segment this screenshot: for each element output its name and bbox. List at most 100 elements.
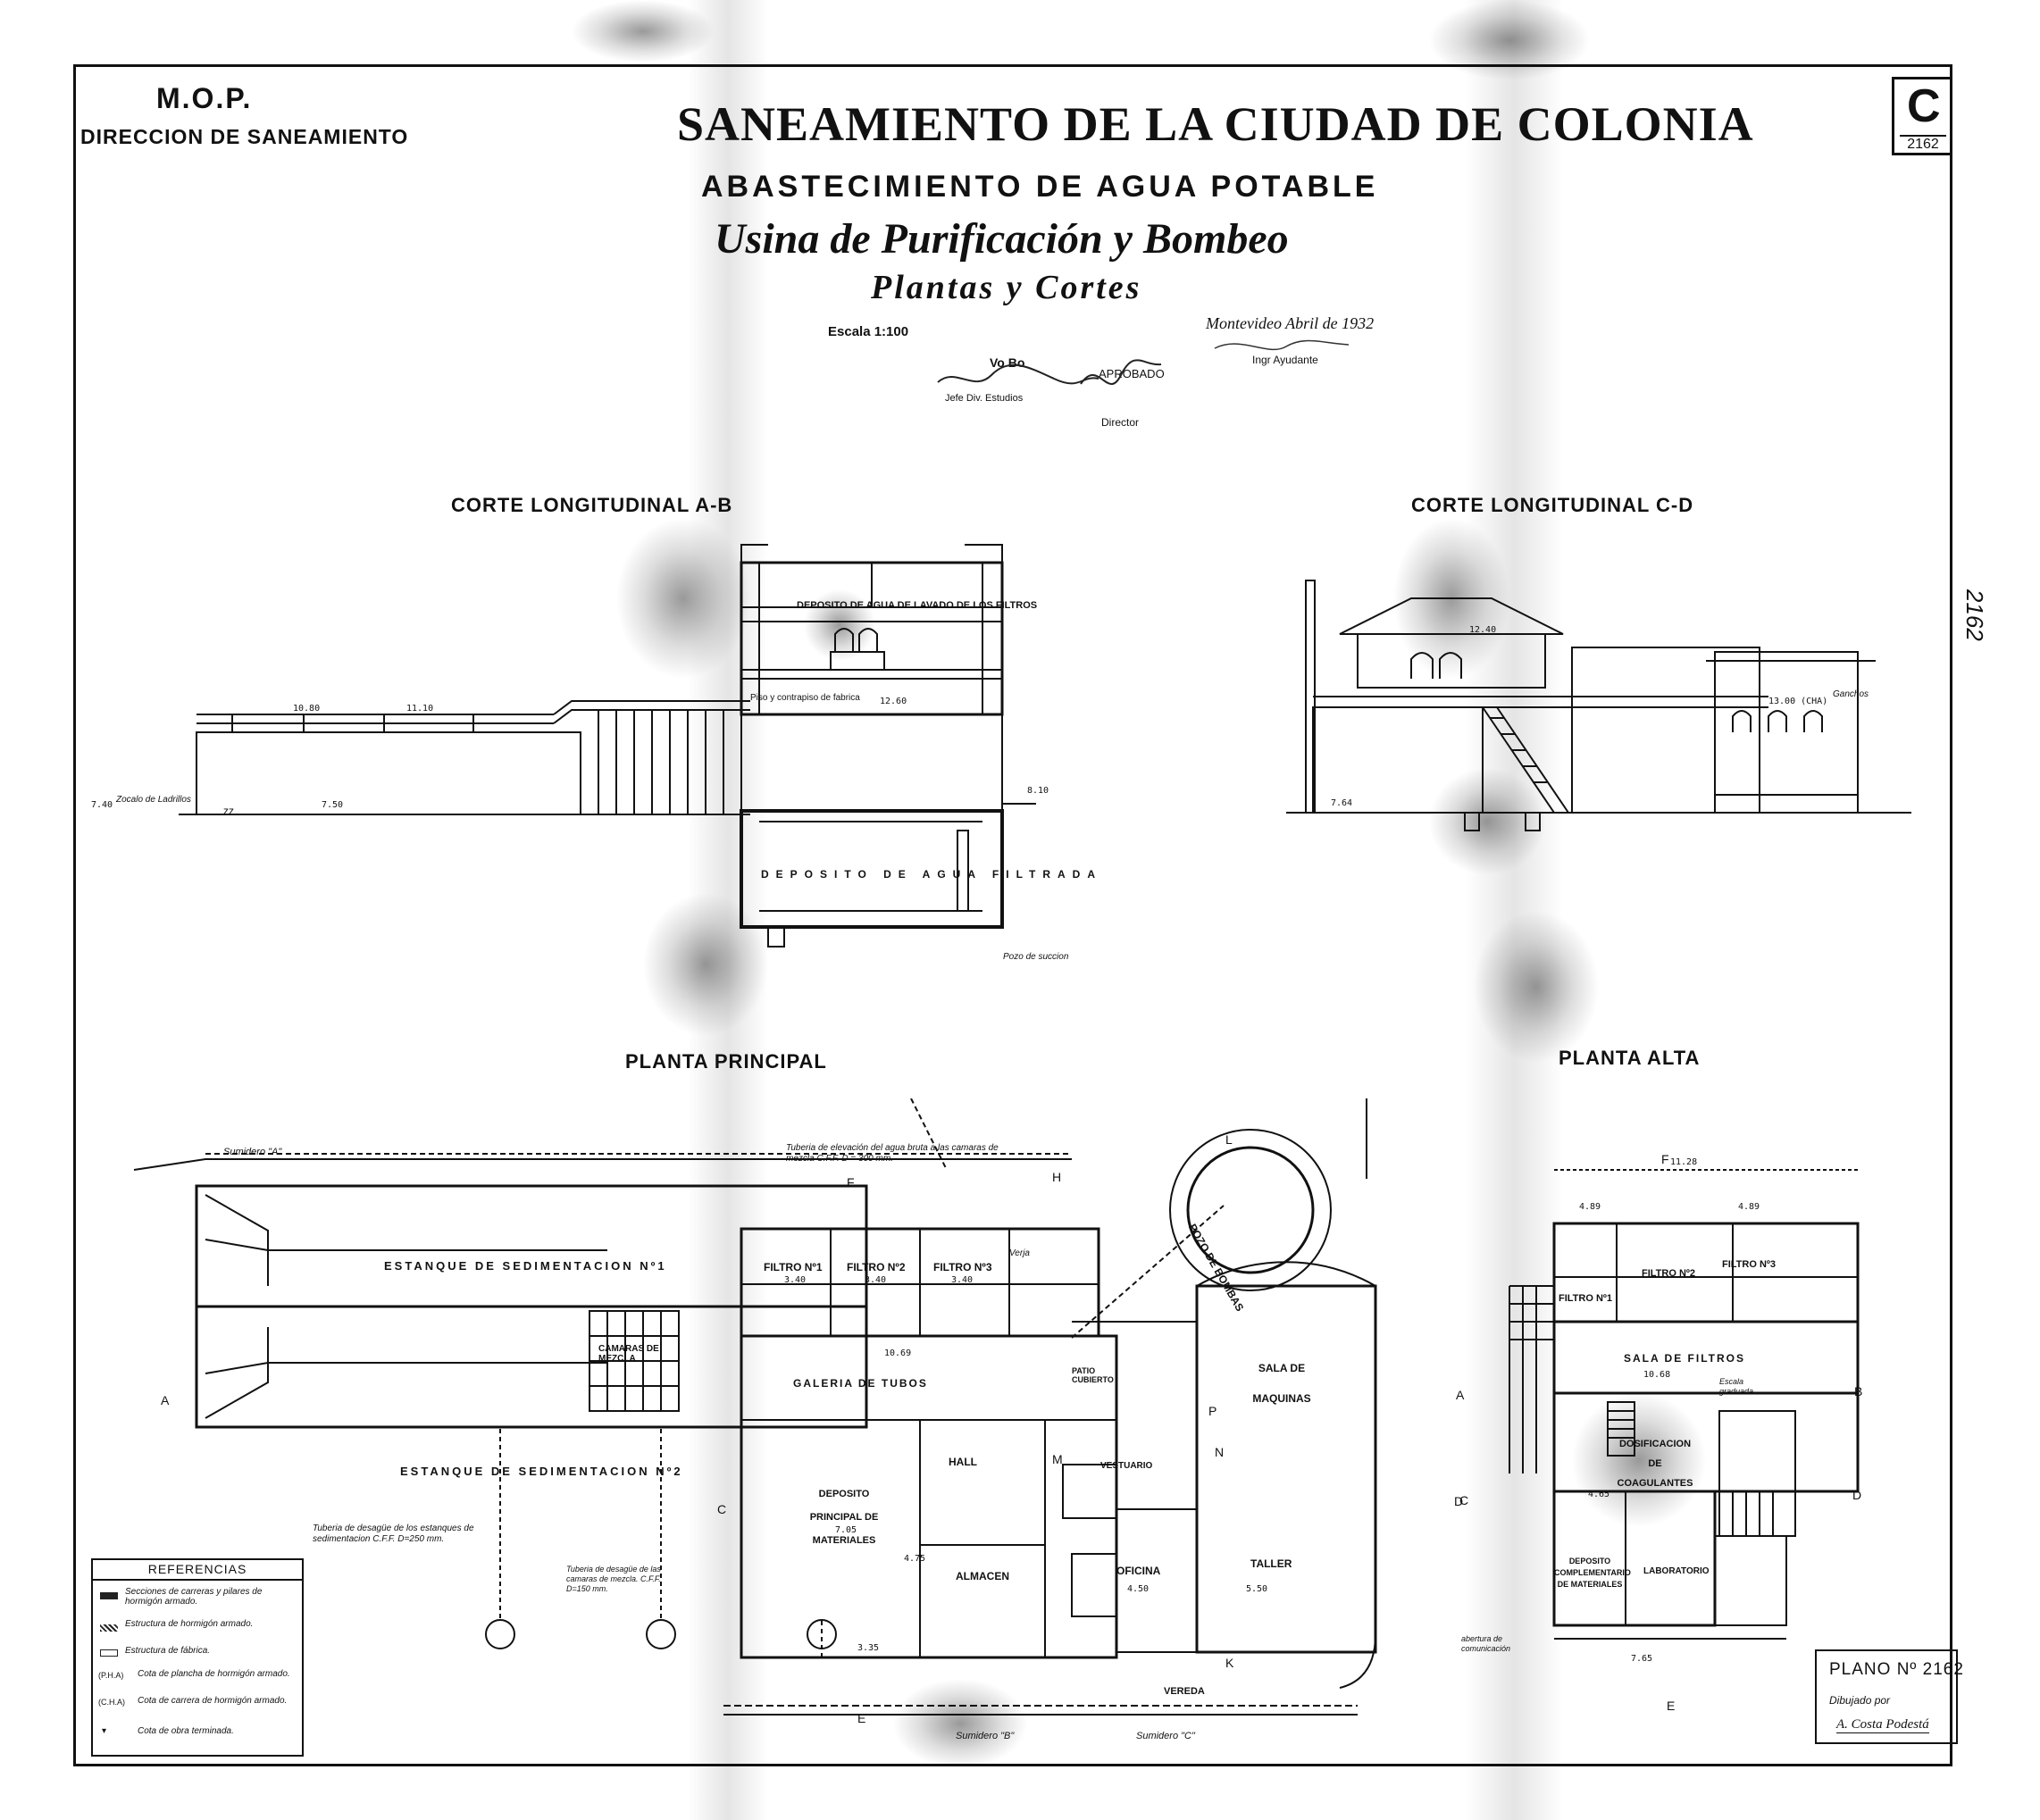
laboratorio-label: LABORATORIO [1643,1566,1710,1576]
legend-code: (P.H.A) [98,1671,124,1680]
legend-item: Cota de carrera de hormigón armado. [138,1696,288,1706]
dimension-label: 7.65 [1631,1654,1653,1664]
fold-line [1465,0,1563,1820]
dimension-label: 4.89 [1579,1202,1601,1212]
level-label: 7.40 [91,800,113,810]
alta-filtro-3-label: FILTRO Nº3 [1722,1259,1777,1270]
cut-mark-n: N [1215,1445,1225,1459]
cut-mark-a: A [161,1393,170,1407]
planta-alta-heading: PLANTA ALTA [1559,1047,1701,1069]
deposito-complementario-label: DEPOSITO COMPLEMENTARIO DE MATERIALES [1554,1557,1631,1589]
dimension-label: 3.40 [951,1275,974,1285]
legend-item: Cota de obra terminada. [138,1726,234,1736]
legend-item: Cota de plancha de hormigón armado. [138,1669,290,1679]
referencias-title: REFERENCIAS [93,1562,302,1581]
dimension-label: 4.65 [1588,1490,1610,1499]
alta-filtro-2-label: FILTRO Nº2 [1642,1268,1696,1279]
alta-cut-mark-b: B [1854,1384,1863,1398]
drawing-frame [73,64,1952,1766]
project-name: Usina de Purificación y Bombeo [715,215,1289,263]
vb-label: Vo Bo [990,355,1025,370]
filtro-3-label: FILTRO Nº3 [933,1261,992,1273]
ganchos-label: Ganchos [1833,689,1869,699]
vereda-label: VEREDA [1164,1686,1205,1697]
tuberia-desague-label: Tuberia de desagüe de los estanques de s… [313,1524,474,1544]
dimension-label: 3.35 [857,1643,880,1653]
dimension-label: 10.69 [884,1348,912,1358]
planta-principal-drawing [133,1098,1377,1716]
sumidero-a-label: Sumidero "A" [223,1147,282,1157]
cut-mark-e: E [857,1711,866,1725]
triangle-icon: ▾ [102,1726,107,1736]
legend-item: Estructura de fábrica. [125,1646,211,1656]
stain [1429,0,1590,80]
level-label: 11.10 [406,704,434,714]
stain [1474,911,1599,1063]
cut-mark-l: L [1225,1132,1233,1147]
cut-mark-k: K [1225,1656,1234,1670]
legend-code: (C.H.A) [98,1698,125,1707]
level-label: 7.64 [1331,798,1353,808]
alta-cut-mark-a: A [1456,1388,1465,1402]
level-label: 13.00 (CHA) [1768,697,1828,706]
plano-number: PLANO Nº 2162 [1829,1660,1964,1679]
filtro-1-label: FILTRO Nº1 [764,1261,823,1273]
vestuario-label: VESTUARIO [1100,1461,1153,1471]
almacen-label: ALMACEN [956,1570,1009,1582]
legend-swatch-outline [100,1649,118,1657]
corte-ab-heading: CORTE LONGITUDINAL A-B [451,494,733,516]
sala-filtros-label: SALA DE FILTROS [1624,1352,1745,1365]
stain [893,1679,1027,1768]
cut-mark-f: F [847,1175,855,1190]
dimension-label: 3.40 [865,1275,887,1285]
stain [1572,1393,1706,1527]
filtro-2-label: FILTRO Nº2 [847,1261,906,1273]
camaras-label: CAMARAS DE MEZCLA [598,1344,659,1364]
svg-text:zz: zz [223,805,234,817]
stain [643,893,768,1036]
corte-cd-drawing [1286,580,1911,831]
drawing-title: SANEAMIENTO DE LA CIUDAD DE COLONIA [677,97,1754,151]
galeria-label: GALERIA DE TUBOS [793,1377,928,1390]
oficina-label: OFICINA [1116,1565,1161,1577]
dimension-label: 3.40 [784,1275,807,1285]
corte-ab-deposito-filtrada: DEPOSITO DE AGUA FILTRADA [761,868,1103,881]
estanque-2-label: ESTANQUE DE SEDIMENTACION Nº2 [400,1465,683,1478]
margin-note: 2162 [1961,589,1988,641]
planta-principal-heading: PLANTA PRINCIPAL [625,1050,827,1073]
legend-swatch-hatched [100,1624,118,1632]
plano-box: PLANO Nº 2162 Dibujado por A. Costa Pode… [1815,1649,1963,1744]
sheet-type: Plantas y Cortes [871,269,1142,306]
sheet-code-box: C 2162 [1892,77,1952,155]
cut-mark-d: D [1454,1494,1464,1508]
author-name: A. Costa Podestá [1836,1717,1929,1733]
signatures [937,339,1350,385]
place-date: Montevideo Abril de 1932 [1206,314,1375,332]
tuberia-desague-2-label: Tuberia de desagüe de las camaras de mez… [566,1565,661,1593]
sumidero-b-label: Sumidero "B" [956,1731,1015,1741]
director-role: Director [1101,416,1140,429]
patio-label: PATIO CUBIERTO [1072,1366,1114,1384]
cut-mark-m: M [1052,1452,1063,1466]
corte-ab-pozo: Pozo de succion [1003,952,1069,962]
dimension-label: 11.28 [1670,1157,1698,1167]
dimension-label: 7.05 [835,1525,857,1535]
abertura-label: abertura de comunicación [1461,1634,1511,1653]
alta-cut-mark-f: F [1661,1152,1669,1166]
tuberia-elevacion-label: Tuberia de elevación del agua bruta a la… [786,1143,999,1164]
escala-graduada-label: Escala graduada [1719,1377,1754,1396]
alta-filtro-1-label: FILTRO Nº1 [1559,1293,1613,1304]
legend-item: Secciones de carreras y pilares de hormi… [125,1587,263,1607]
corte-cd-heading: CORTE LONGITUDINAL C-D [1411,494,1694,516]
stain [616,518,750,679]
legend-swatch-solid [100,1592,118,1599]
sheet-letter: C [1907,80,1941,132]
dimension-label: 4.75 [904,1554,926,1564]
taller-label: TALLER [1250,1557,1292,1570]
dimension-label: 4.89 [1738,1202,1760,1212]
corte-ab-deposito-lavado: DEPOSITO DE AGUA DE LAVADO DE LOS FILTRO… [797,600,1038,611]
scale-label: Escala 1:100 [828,324,909,339]
sumidero-c-label: Sumidero "C" [1136,1731,1195,1741]
level-label: 8.10 [1027,786,1049,796]
